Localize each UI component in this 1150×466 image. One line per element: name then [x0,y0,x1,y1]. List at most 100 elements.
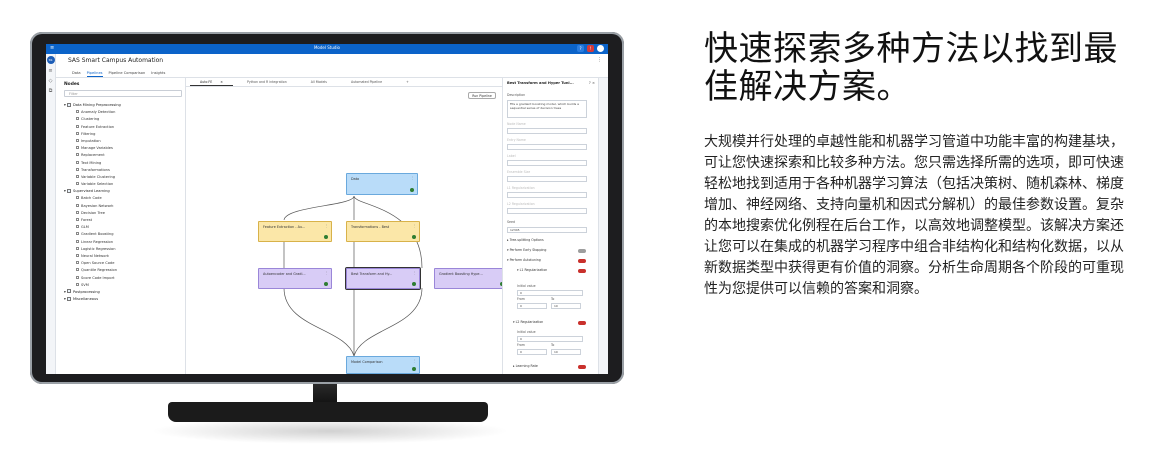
node-item[interactable]: Quantile Regression [62,267,184,274]
node-icon [76,146,79,150]
chevron-down-icon[interactable]: ▾ [64,103,67,107]
node-item[interactable]: Bayesian Network [62,203,184,210]
node-item[interactable]: Decision Tree [62,210,184,217]
property-row[interactable]: ▸ Tree-splitting Options [507,238,544,242]
rail-model-icon[interactable]: ⧉ [48,88,53,94]
from-input[interactable]: 0 [517,303,547,309]
node-item[interactable]: Gradient Boosting [62,231,184,238]
initial-value-input-2[interactable]: 0 [517,336,583,342]
node-item[interactable]: SVM [62,282,184,289]
description-field[interactable]: Fits a gradient boosting model, which bu… [507,100,587,118]
property-input[interactable] [507,208,587,214]
chevron-down-icon[interactable]: ▾ [517,268,520,272]
node-item[interactable]: Batch Code [62,195,184,202]
learning-rate-toggle[interactable] [578,365,586,369]
node-item[interactable]: Score Code Import [62,275,184,282]
initial-value-input[interactable]: 0 [517,290,583,296]
node-item[interactable]: Anomaly Detection [62,109,184,116]
node-item[interactable]: Neural Network [62,253,184,260]
property-input[interactable] [507,144,587,150]
node-item[interactable]: Logistic Regression [62,246,184,253]
from-input-2[interactable]: 0 [517,349,547,355]
property-toggle[interactable] [578,249,586,253]
pipeline-tab-3[interactable]: Automated Pipeline [341,78,392,86]
add-pipeline-tab-button[interactable]: + [406,80,409,84]
node-group[interactable]: ▾ Postprocessing [62,289,184,296]
node-item[interactable]: Imputation [62,138,184,145]
chevron-down-icon[interactable]: ▾ [64,189,67,194]
pipeline-tab-2[interactable]: All Models [301,78,337,86]
node-menu-icon[interactable]: ⋮ [412,359,416,363]
chevron-down-icon[interactable]: ▾ [64,289,67,294]
tab-pipelines[interactable]: Pipelines [86,71,103,77]
menu-icon[interactable]: ≡ [50,45,55,51]
avatar[interactable]: SS [46,56,55,64]
pipeline-node-feature-extraction[interactable]: Feature Extraction - Au... ⋮ [258,221,332,242]
to-input[interactable]: 10 [551,303,581,309]
nodes-search-input[interactable]: Filter [64,90,182,97]
node-item[interactable]: Variable Clustering [62,174,184,181]
right-scrollbar[interactable] [598,78,608,374]
node-item[interactable]: Manage Variables [62,145,184,152]
property-row[interactable]: ▾ Perform Early Stopping [507,248,546,252]
node-item[interactable]: Clustering [62,116,184,123]
run-pipeline-button[interactable]: Run Pipeline [468,92,496,99]
node-item[interactable]: Forest [62,217,184,224]
node-group[interactable]: ▾ Data Mining Preprocessing [62,102,184,109]
rail-menu-icon[interactable]: ≡ [48,68,53,74]
notification-icon[interactable]: ! [587,45,594,52]
tab-insights[interactable]: Insights [151,71,166,75]
node-group[interactable]: ▾ Miscellaneous [62,296,184,303]
node-menu-icon[interactable]: ⋮ [412,271,416,275]
node-group[interactable]: ▾ Supervised Learning [62,188,184,195]
pipeline-tab-1[interactable]: Python and R integration [237,78,297,86]
status-ok-icon [324,235,328,239]
node-menu-icon[interactable]: ⋮ [412,224,416,228]
tab-data[interactable]: Data [72,71,81,75]
more-options-icon[interactable]: ⋮ [597,57,602,63]
node-icon [76,210,79,214]
property-input[interactable] [507,176,587,182]
close-icon[interactable]: × [591,81,595,85]
node-item[interactable]: Transformations [62,167,184,174]
pipeline-node-autoencoder[interactable]: Autoencoder and Gradi... ⋮ [258,268,332,289]
pipeline-node-transformations[interactable]: Transformations - Best ⋮ [346,221,420,242]
node-item[interactable]: Text Mining [62,160,184,167]
node-menu-icon[interactable]: ⋮ [410,176,414,180]
properties-close-icon[interactable]: ? × [589,81,595,85]
node-item[interactable]: Open Source Code [62,260,184,267]
node-menu-icon[interactable]: ⋮ [324,224,328,228]
chevron-down-icon[interactable]: ▾ [507,258,510,262]
property-toggle[interactable] [578,259,586,263]
chevron-down-icon[interactable]: ▾ [507,248,510,252]
help-icon[interactable]: ? [577,45,584,52]
node-item[interactable]: Variable Selection [62,181,184,188]
node-item[interactable]: Feature Extraction [62,124,184,131]
property-row[interactable]: ▾ Perform Autotuning [507,258,541,262]
pipeline-node-model-comparison[interactable]: Model Comparison ⋮ [346,356,420,374]
pipeline-tab-0[interactable]: Auto FE× [190,78,233,86]
chevron-down-icon[interactable]: ▾ [64,297,67,302]
pipeline-node-best-transform[interactable]: Best Transform and Hy... ⋮ [345,267,421,290]
property-row[interactable]: ▾ L1 Regularization [517,268,547,272]
pipeline-node-data[interactable]: Data ⋮ [346,173,418,195]
rail-data-icon[interactable]: ◇ [48,78,53,84]
property-toggle[interactable] [578,269,586,273]
tab-close-icon[interactable]: × [220,80,223,84]
chevron-right-icon[interactable]: ▸ [507,238,510,242]
to-input-2[interactable]: 10 [551,349,581,355]
property-input[interactable] [507,128,587,134]
property-input[interactable] [507,160,587,166]
node-item[interactable]: GLM [62,224,184,231]
node-item[interactable]: Linear Regression [62,239,184,246]
pipeline-node-gradient-boosting[interactable]: Gradient Boosting Hype... ⋮ [434,268,508,289]
user-icon[interactable]: ● [597,45,604,52]
tab-pipeline-comparison[interactable]: Pipeline Comparison [108,71,146,75]
l2-regularization-toggle[interactable] [578,321,586,325]
node-item[interactable]: Filtering [62,131,184,138]
node-menu-icon[interactable]: ⋮ [324,271,328,275]
seed-input[interactable]: 12345 [507,227,587,233]
node-item[interactable]: Replacement [62,152,184,159]
property-input[interactable] [507,192,587,198]
properties-help-icon[interactable]: ? [588,81,591,85]
